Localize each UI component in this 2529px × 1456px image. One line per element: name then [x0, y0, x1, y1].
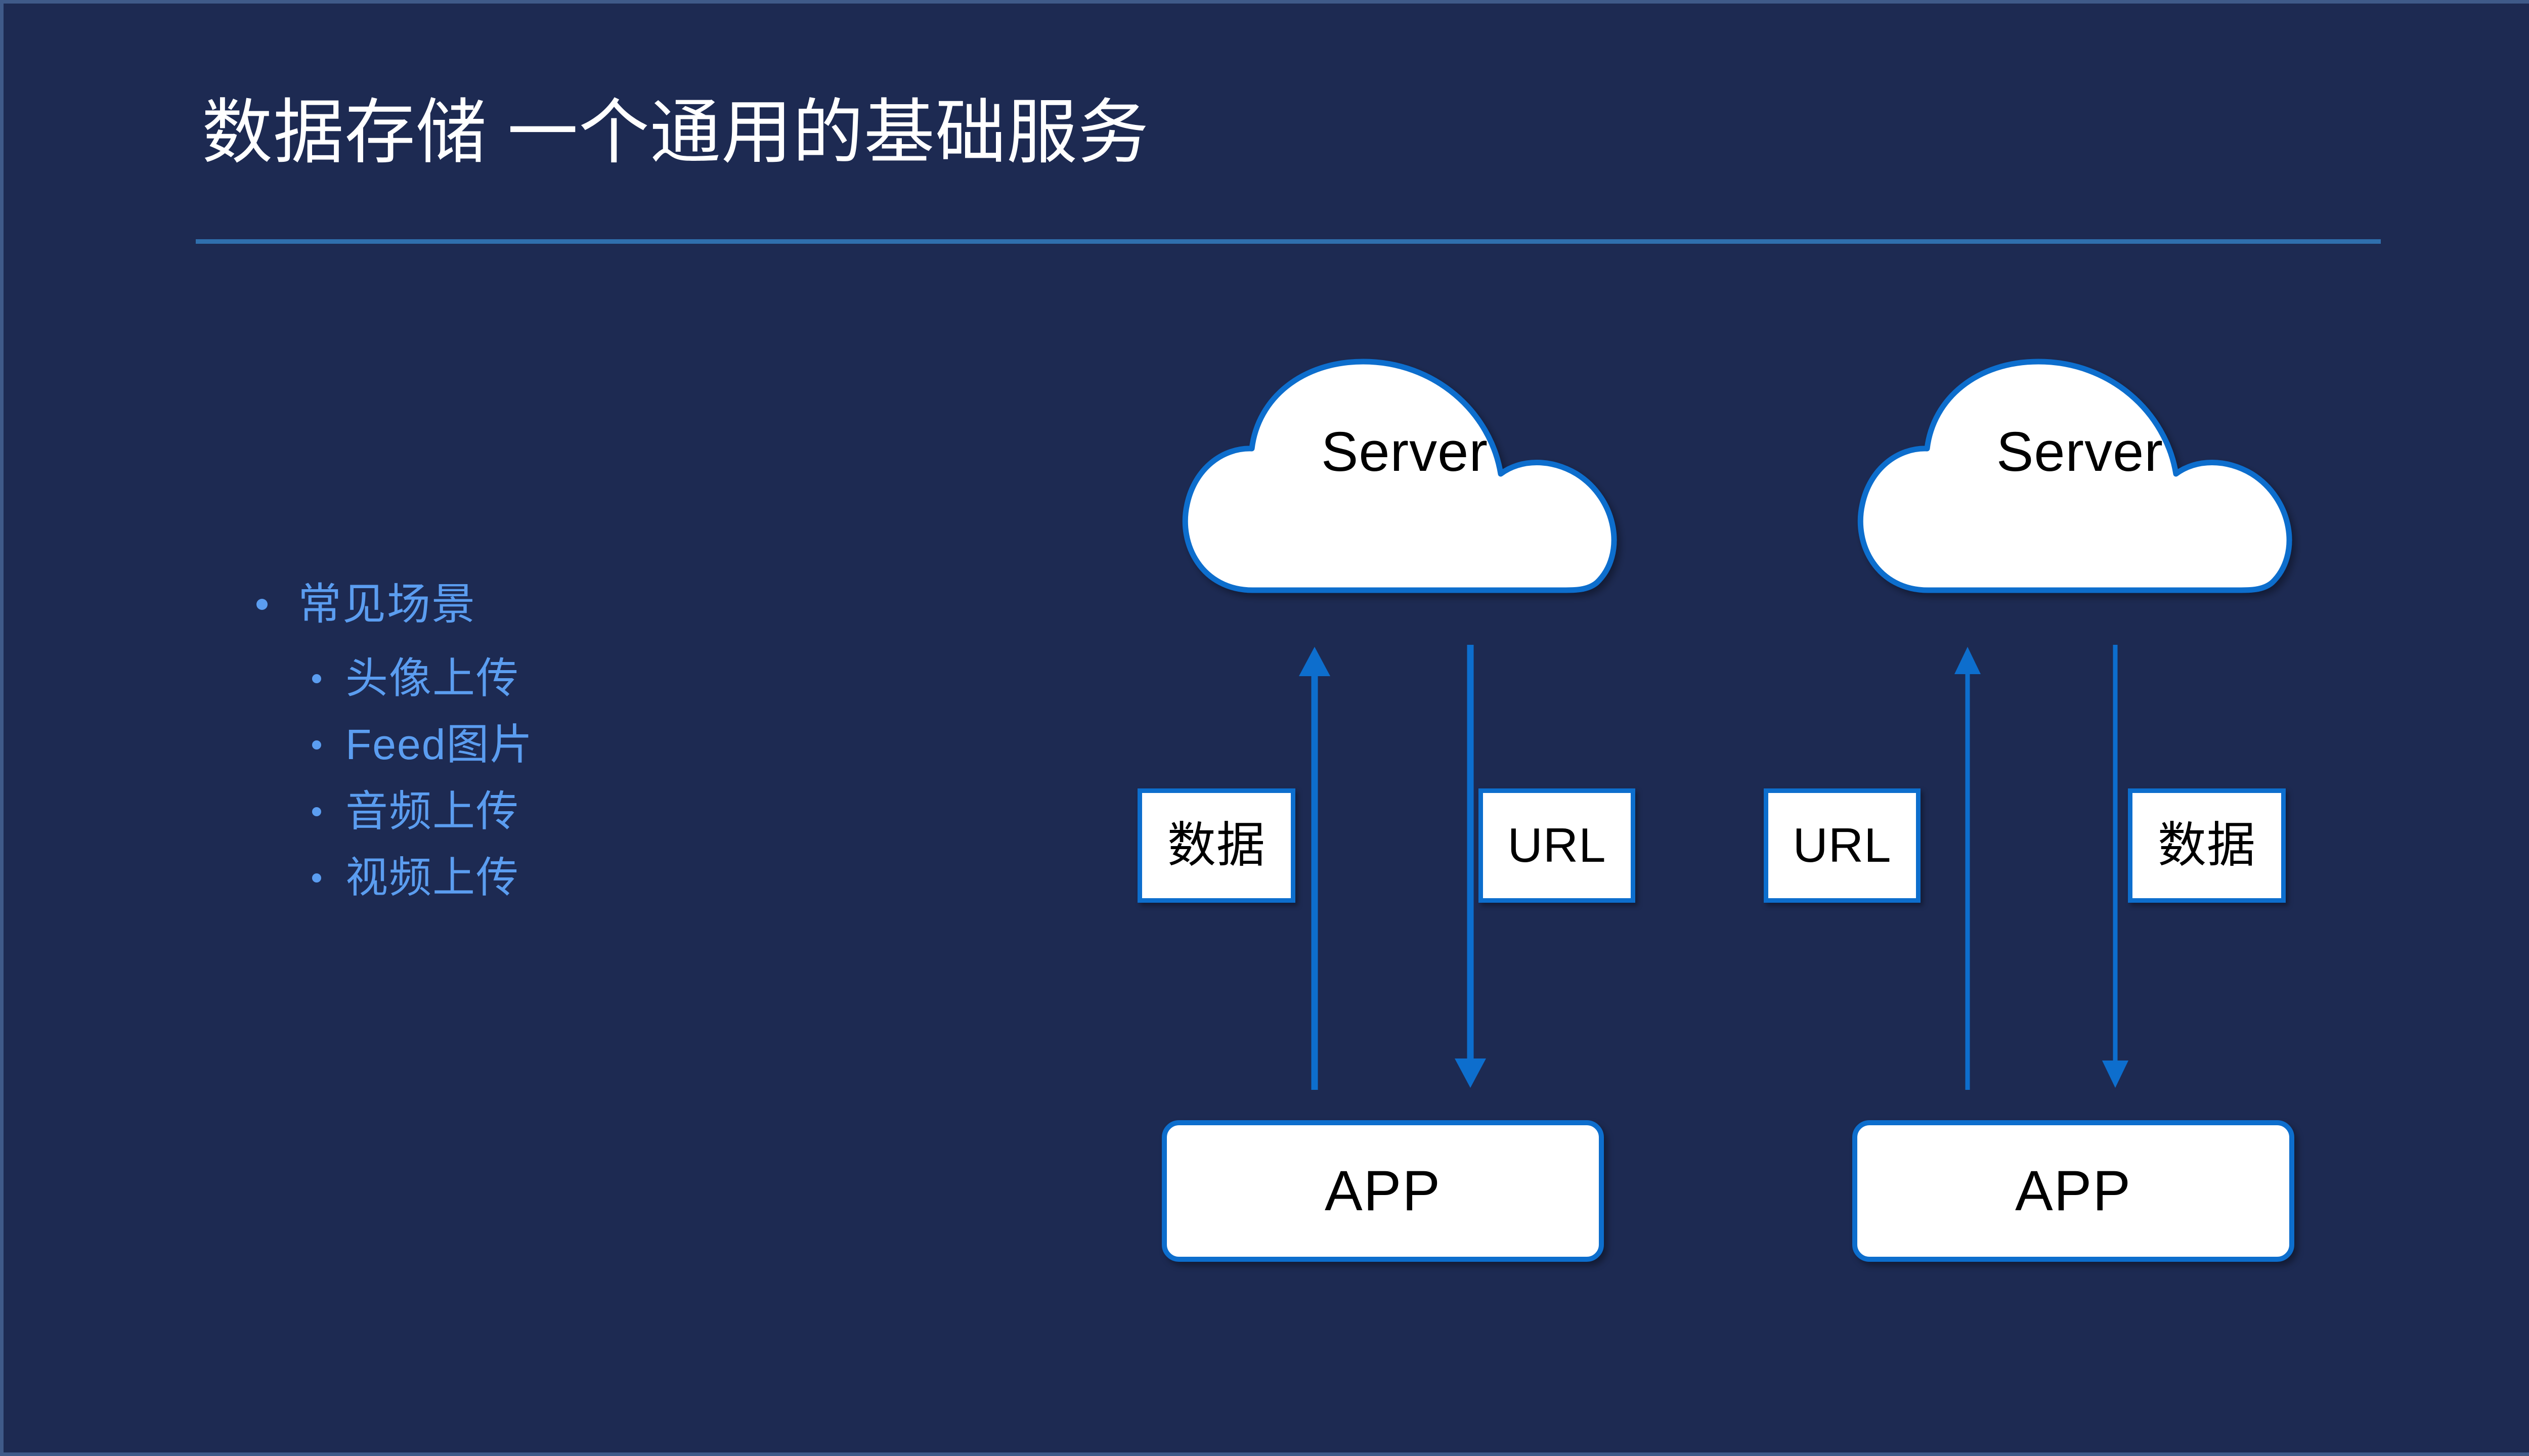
title-block: 数据存储 一个通用的基础服务: [202, 90, 2387, 176]
bullet-label: 常见场景: [298, 580, 476, 629]
arrow-data-up: [1294, 645, 1335, 1090]
arrow-data-down: [2098, 645, 2133, 1090]
bullet-label: 视频上传: [345, 854, 520, 902]
app-label: APP: [1324, 1159, 1442, 1222]
list-item: Feed图片: [256, 716, 914, 773]
list-item: 视频上传: [256, 849, 914, 906]
bullet-label: Feed图片: [345, 721, 534, 769]
bullet-dot-icon: [256, 599, 268, 610]
bullet-dot-icon: [312, 873, 321, 883]
server-cloud: Server: [1842, 307, 2318, 605]
cloud-label: Server: [1321, 421, 1488, 483]
flow-label-text: URL: [1793, 818, 1892, 872]
list-item: 音频上传: [256, 783, 914, 840]
title-divider: [196, 239, 2381, 244]
diagram-upload-flow-right: Server URL 数据 APP: [1764, 4, 2441, 1452]
list-item: 头像上传: [256, 650, 914, 707]
bullet-label: 头像上传: [345, 654, 520, 702]
server-cloud: Server: [1167, 307, 1642, 605]
flow-label-url: URL: [1764, 788, 1921, 903]
flow-label-data: 数据: [2128, 788, 2286, 903]
bullet-list: 常见场景 头像上传 Feed图片 音频上传 视频上传: [256, 575, 914, 916]
flow-label-url: URL: [1478, 788, 1635, 903]
bullet-label: 音频上传: [345, 787, 520, 835]
arrow-url-up: [1950, 645, 1985, 1090]
flow-label-text: 数据: [2158, 818, 2256, 872]
app-label: APP: [2015, 1159, 2132, 1222]
arrow-url-down: [1450, 645, 1491, 1090]
cloud-label: Server: [1996, 421, 2163, 483]
list-item: 常见场景: [256, 575, 914, 634]
app-box: APP: [1852, 1120, 2294, 1262]
bullet-dot-icon: [312, 740, 321, 750]
bullet-dot-icon: [312, 807, 321, 816]
app-box: APP: [1162, 1120, 1604, 1262]
page-title: 数据存储 一个通用的基础服务: [202, 93, 1149, 172]
bullet-dot-icon: [312, 674, 321, 683]
flow-label-data: 数据: [1138, 788, 1295, 903]
diagram-upload-flow-left: Server 数据 URL APP: [1137, 4, 1774, 1452]
flow-label-text: 数据: [1167, 818, 1266, 872]
flow-label-text: URL: [1507, 818, 1606, 872]
